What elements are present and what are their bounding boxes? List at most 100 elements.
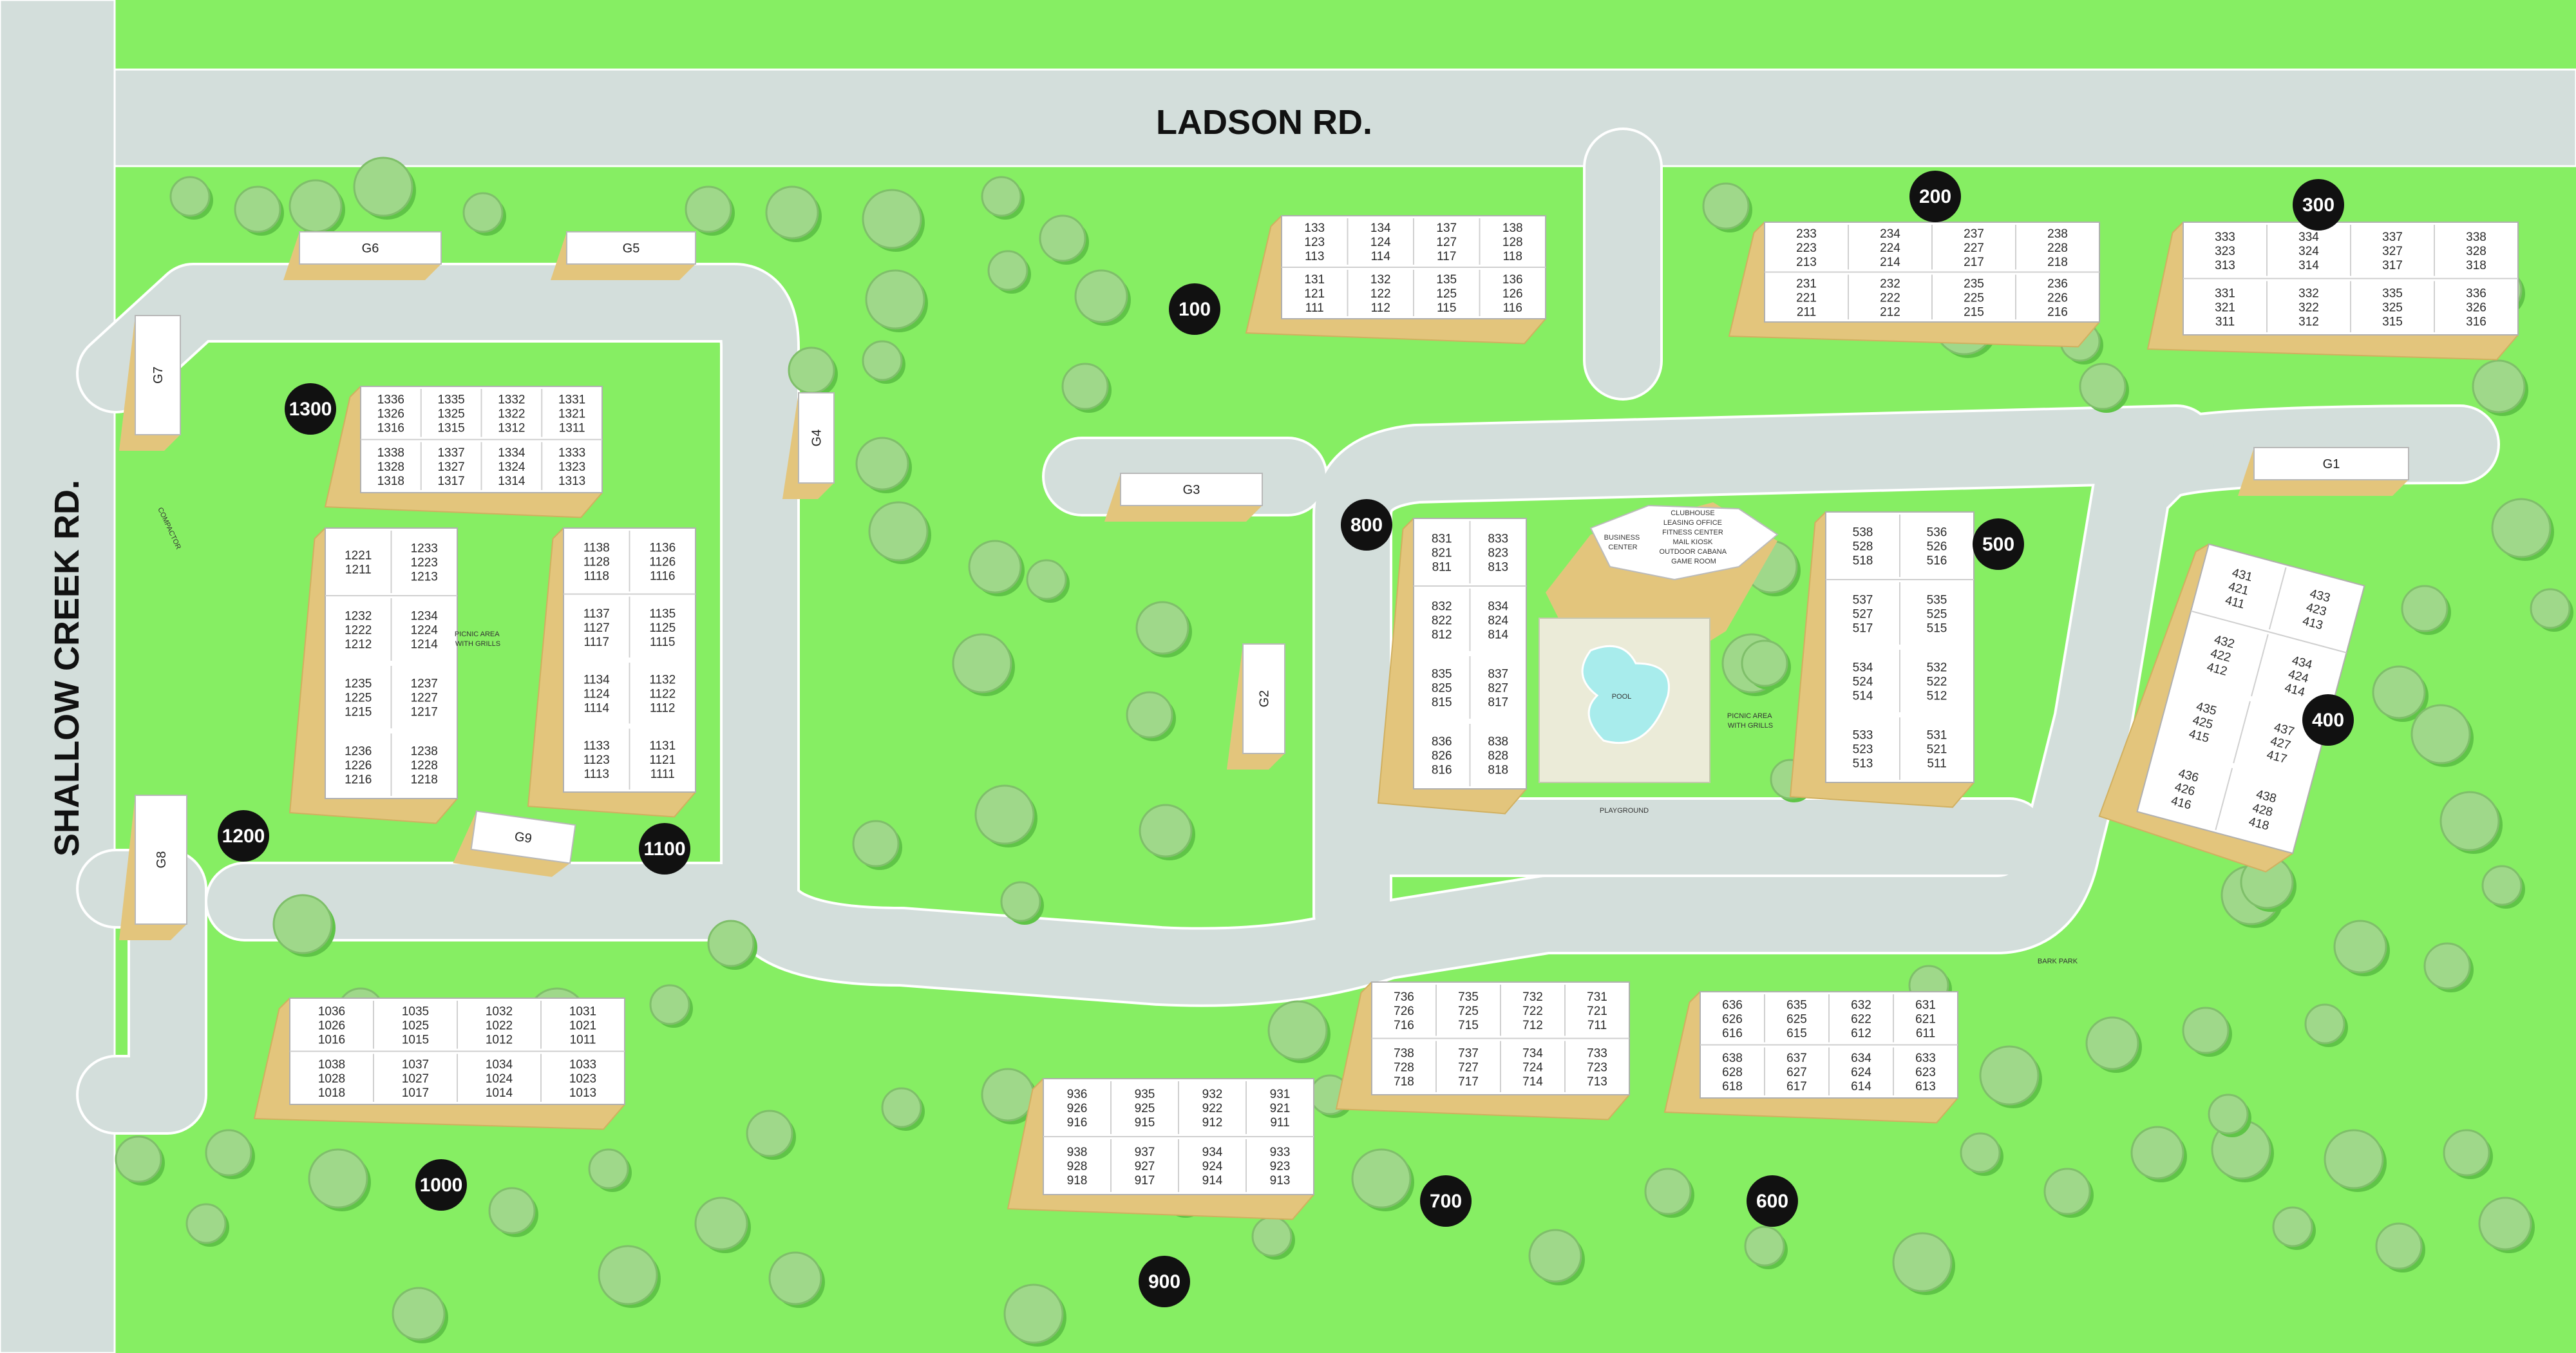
garage-g5[interactable]: G5 [551, 231, 696, 280]
unit-stack[interactable]: 433423413 [2301, 587, 2331, 632]
unit-stack[interactable]: 431421411 [2223, 566, 2254, 612]
garage-g2[interactable]: G2 [1227, 643, 1285, 770]
garage-g9[interactable]: G9 [453, 809, 576, 879]
building-badge[interactable]: 200 [1909, 171, 1961, 222]
unit-stack[interactable]: 438428418 [2248, 788, 2278, 833]
building-badge[interactable]: 1100 [639, 823, 690, 875]
garage-g3[interactable]: G3 [1104, 473, 1263, 522]
unit-stack[interactable]: 437427417 [2265, 721, 2295, 766]
building-badge[interactable]: 1000 [415, 1159, 467, 1211]
garage-g1[interactable]: G1 [2238, 447, 2409, 496]
building-badge[interactable]: 400 [2302, 694, 2354, 746]
building-badge[interactable]: 300 [2293, 179, 2344, 231]
building-badge[interactable]: 1200 [218, 810, 269, 862]
building-badge[interactable]: 700 [1420, 1175, 1472, 1227]
pool[interactable] [1581, 645, 1670, 744]
building-badge[interactable]: 800 [1341, 499, 1392, 551]
garage-g7[interactable]: G7 [119, 315, 181, 451]
garage-g6[interactable]: G6 [283, 231, 442, 280]
building-badge[interactable]: 1300 [285, 383, 336, 435]
garage-g8[interactable]: G8 [119, 795, 187, 940]
